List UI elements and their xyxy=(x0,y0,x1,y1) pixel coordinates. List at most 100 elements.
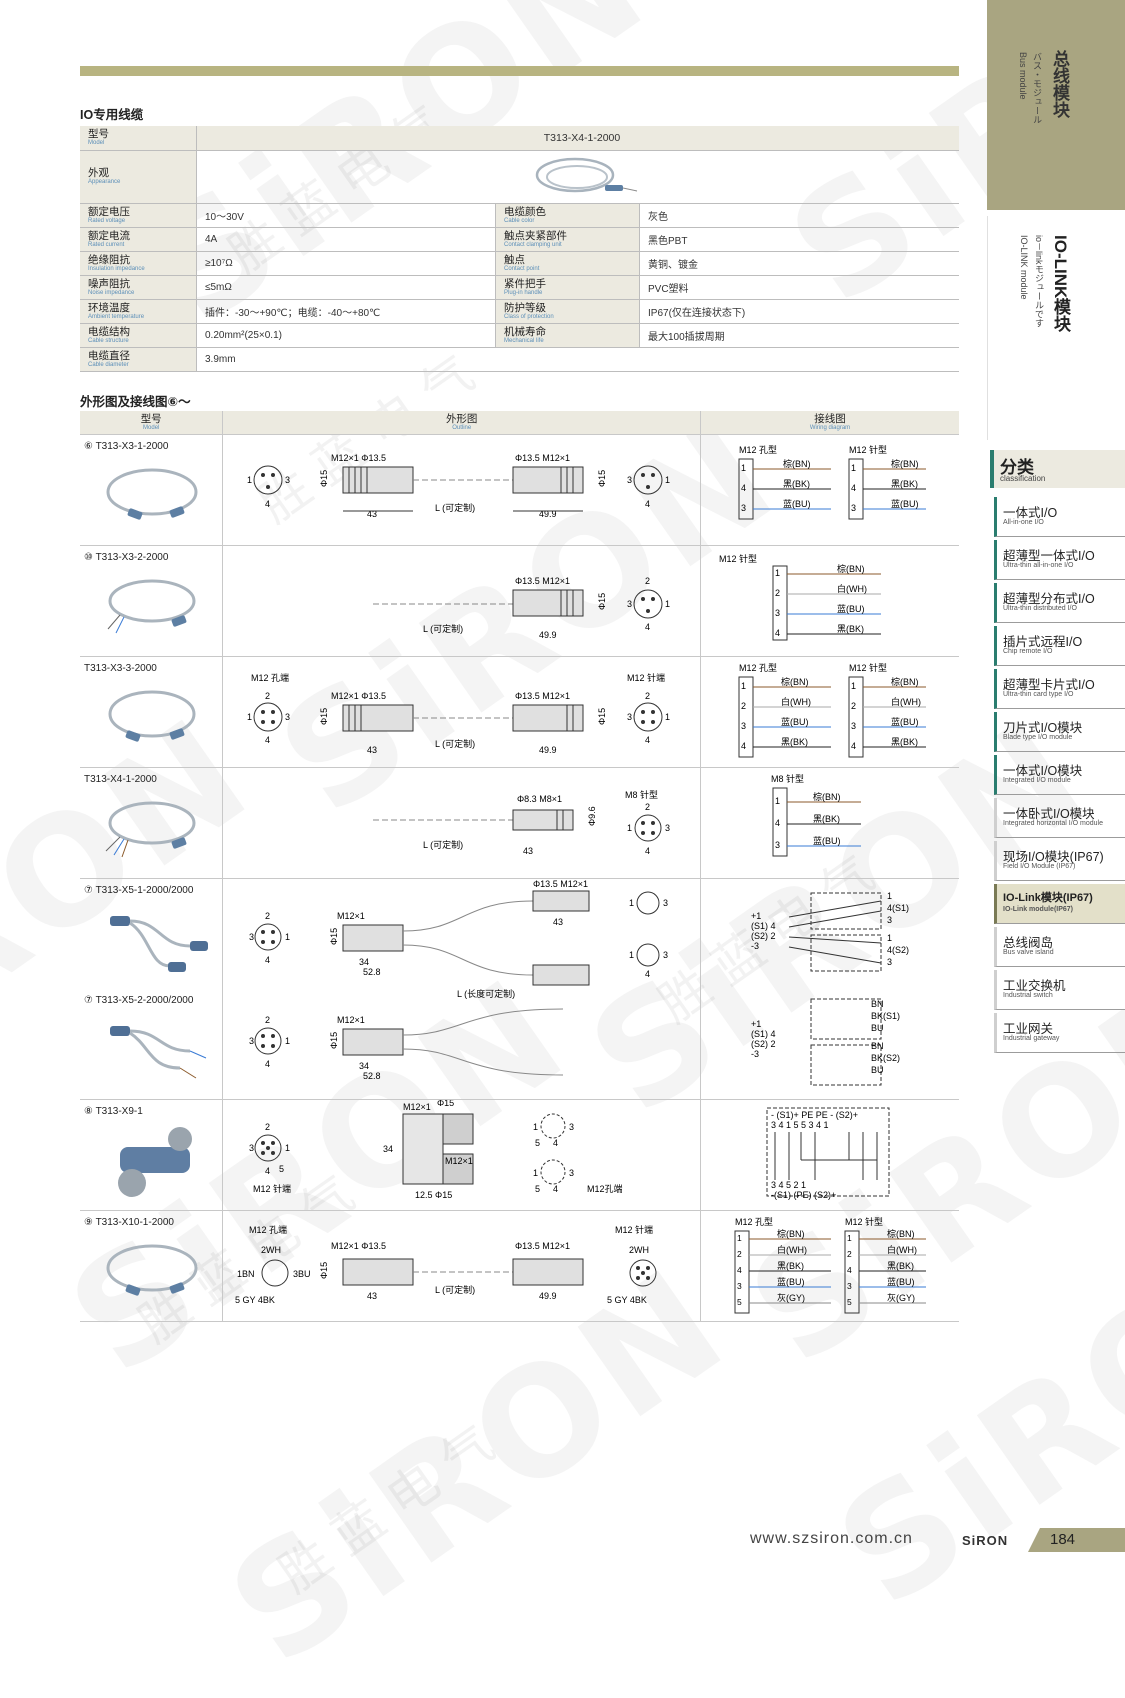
svg-text:M12 孔型: M12 孔型 xyxy=(739,445,777,455)
diagram-row: T313-X4-1-2000 Φ8.3 M8×1 Φ9.6 L (可定制)43 … xyxy=(80,767,959,879)
svg-text:M12 针型: M12 针型 xyxy=(845,1216,883,1227)
svg-text:M12×1 Φ13.5: M12×1 Φ13.5 xyxy=(331,1241,386,1251)
svg-text:棕(BN): 棕(BN) xyxy=(781,676,809,687)
svg-text:BN: BN xyxy=(871,999,884,1009)
model-name: ⑥ T313-X3-1-2000 xyxy=(84,441,169,452)
svg-text:1: 1 xyxy=(533,1122,538,1132)
svg-text:M12 孔端: M12 孔端 xyxy=(249,1224,287,1235)
svg-text:3: 3 xyxy=(569,1122,574,1132)
category-label-en: Field I/O Module (IP67) xyxy=(1003,863,1076,870)
svg-text:4: 4 xyxy=(775,818,780,828)
product-photo xyxy=(110,916,208,972)
spec-value: 3.9mm xyxy=(196,347,496,372)
watermark-cjk: 胜 蓝 电 气 xyxy=(268,1414,505,1605)
svg-text:3: 3 xyxy=(851,721,856,731)
svg-text:3: 3 xyxy=(663,950,668,960)
category-label-en: All-in-one I/O xyxy=(1003,519,1044,526)
svg-text:3: 3 xyxy=(249,932,254,942)
header-bar xyxy=(80,66,959,76)
svg-text:1: 1 xyxy=(847,1233,852,1243)
svg-text:3: 3 xyxy=(737,1281,742,1291)
spec-label-en: Class of protection xyxy=(504,313,554,320)
svg-text:Φ9.6: Φ9.6 xyxy=(587,806,597,826)
svg-text:2: 2 xyxy=(737,1249,742,1259)
spec-value: 4A xyxy=(196,227,496,252)
category-item-active[interactable]: IO-Link模块(IP67)IO-Link module(IP67) xyxy=(994,884,1125,924)
svg-text:2WH: 2WH xyxy=(261,1245,281,1255)
svg-text:M8 针型: M8 针型 xyxy=(771,773,804,784)
svg-text:黑(BK): 黑(BK) xyxy=(887,1261,914,1271)
svg-text:4: 4 xyxy=(645,969,650,979)
svg-text:4: 4 xyxy=(265,499,270,509)
sidebar-mid-tab xyxy=(987,216,1125,440)
svg-text:3: 3 xyxy=(775,840,780,850)
svg-text:BU: BU xyxy=(871,1023,884,1033)
svg-text:BN: BN xyxy=(871,1041,884,1051)
svg-text:3: 3 xyxy=(285,475,290,485)
svg-text:1: 1 xyxy=(285,932,290,942)
svg-text:2: 2 xyxy=(775,588,780,598)
page-number: 184 xyxy=(1050,1531,1076,1548)
svg-text:49.9: 49.9 xyxy=(539,630,557,640)
product-photo xyxy=(118,1127,192,1197)
svg-text:4: 4 xyxy=(851,741,856,751)
svg-text:1: 1 xyxy=(247,475,252,485)
svg-text:43: 43 xyxy=(553,917,563,927)
svg-text:52.8: 52.8 xyxy=(363,1071,381,1081)
svg-text:蓝(BU): 蓝(BU) xyxy=(891,716,919,727)
spec-label-en: Cable diameter xyxy=(88,361,129,368)
svg-text:M12孔端: M12孔端 xyxy=(587,1183,623,1194)
svg-text:4: 4 xyxy=(265,1166,270,1176)
svg-text:43: 43 xyxy=(367,1291,377,1301)
footer-url[interactable]: www.szsiron.com.cn xyxy=(750,1530,913,1547)
spec-label: 触点 xyxy=(504,253,525,266)
svg-text:L (可定制): L (可定制) xyxy=(435,1284,475,1295)
spec-table: 型号 Model T313-X4-1-2000 外观 Appearance 额定… xyxy=(80,126,959,372)
category-label-en: Ultra-thin all-in-one I/O xyxy=(1003,562,1074,569)
svg-text:43: 43 xyxy=(367,509,377,519)
spec-label-en: Ambient temperature xyxy=(88,313,145,320)
svg-text:5: 5 xyxy=(279,1164,284,1174)
category-item[interactable]: 现场I/O模块(IP67)Field I/O Module (IP67) xyxy=(994,841,1125,881)
svg-text:蓝(BU): 蓝(BU) xyxy=(781,716,809,727)
model-label: 型号 xyxy=(88,128,109,140)
svg-text:M12×1: M12×1 xyxy=(337,1015,365,1025)
sidebar-mid-sub-jp: io－linkモジュールです xyxy=(1034,235,1044,328)
svg-text:白(WH): 白(WH) xyxy=(777,1244,807,1255)
category-label: 插片式远程I/O xyxy=(1003,635,1083,649)
spec-label: 额定电压 xyxy=(88,205,130,218)
spec-label: 机械寿命 xyxy=(504,325,546,338)
svg-text:(S2) 2: (S2) 2 xyxy=(751,1039,776,1049)
svg-text:4: 4 xyxy=(645,622,650,632)
svg-text:34: 34 xyxy=(359,957,369,967)
svg-text:1: 1 xyxy=(741,463,746,473)
spec-value: 最大100插拔周期 xyxy=(639,323,959,348)
svg-text:3: 3 xyxy=(741,721,746,731)
svg-text:5 GY 4BK: 5 GY 4BK xyxy=(235,1295,275,1305)
svg-text:M12×1: M12×1 xyxy=(445,1156,473,1166)
svg-text:3: 3 xyxy=(249,1036,254,1046)
category-label: IO-Link模块(IP67) xyxy=(1003,892,1093,904)
spec-label: 电缆结构 xyxy=(88,325,130,338)
spec-label: 绝缘阻抗 xyxy=(88,253,130,266)
spec-label-en: Rated voltage xyxy=(88,217,126,224)
svg-text:M8 针型: M8 针型 xyxy=(625,789,658,800)
spec-label-en: Noise impedance xyxy=(88,289,135,296)
svg-text:(S1) 4: (S1) 4 xyxy=(751,1029,776,1039)
svg-text:3: 3 xyxy=(851,503,856,513)
